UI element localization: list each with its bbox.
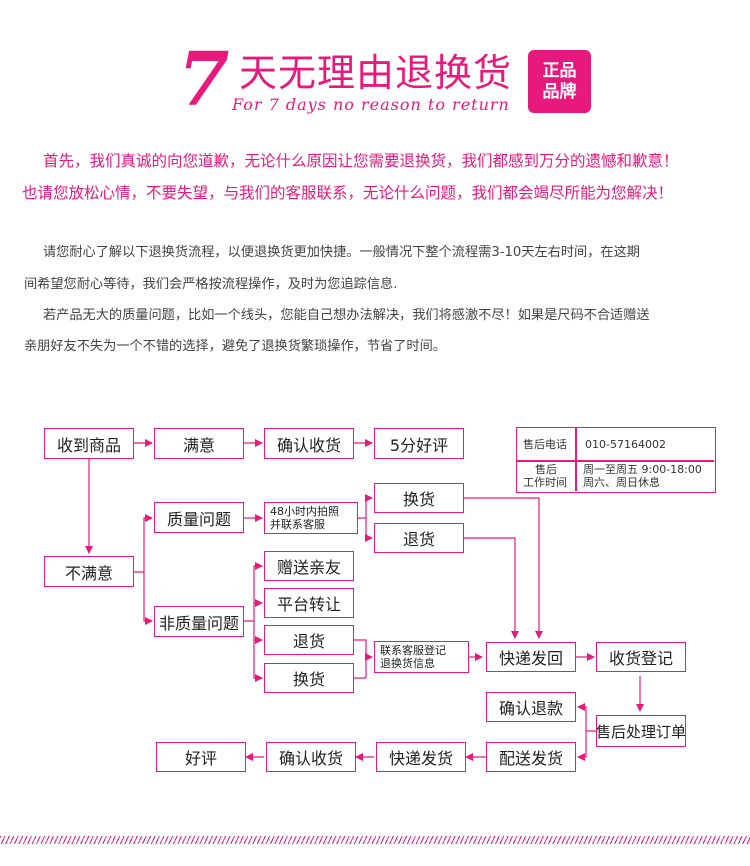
hours-weekend: 周六、周日休息 [583,476,660,489]
step-non-quality-issue: 非质量问题 [154,606,244,637]
process-line-2: 间希望您耐心等待，我们会严格按流程操作，及时为您追踪信息. [24,277,398,292]
note-photo-within-48h: 48小时内拍照 并联系客服 [264,502,358,534]
step-confirm-refund: 确认退款 [486,692,576,722]
badge-line-1: 正品 [542,60,577,81]
page-title: 天无理由退换货 [239,51,513,95]
step-good-review: 好评 [156,742,246,772]
info-divider-horizontal [517,460,714,462]
step-deliver-ship: 配送发货 [486,742,576,772]
step-express-return: 快递发回 [486,642,576,672]
process-line-4: 亲朋好友不失为一个不错的选择，避免了退换货繁琐操作，节省了时间。 [24,339,446,354]
step-unsatisfied: 不满意 [44,556,134,587]
step-return: 退货 [374,523,464,553]
apology-line-1: 首先，我们真诚的向您道歉，无论什么原因让您需要退换货，我们都感到万分的遗憾和歉意… [43,152,679,170]
hours-weekday: 周一至周五 9:00-18:00 [583,463,702,476]
process-line-3: 若产品无大的质量问题，比如一个线头，您能自己想办法解决，我们将感激不尽！如果是尺… [43,308,650,323]
step-express-ship: 快递发货 [376,742,466,772]
info-divider-vertical [575,428,577,491]
step-exchange: 换货 [374,483,464,513]
decorative-bottom-rule [0,836,750,844]
step-return-non-quality: 退货 [264,625,354,655]
step-gift-friends: 赠送亲友 [264,551,354,581]
hours-label-line-2: 工作时间 [523,476,567,489]
apology-line-2: 也请您放松心情，不要失望，与我们的客服联系，无论什么问题，我们都会竭尽所能为您解… [22,184,674,202]
step-quality-issue: 质量问题 [154,502,244,533]
note-contact-line-1: 联系客服登记 [380,644,446,657]
step-receive-goods: 收到商品 [44,428,134,459]
note-photo-line-2: 并联系客服 [270,518,325,531]
note-photo-line-1: 48小时内拍照 [270,505,339,518]
step-platform-transfer: 平台转让 [264,588,354,618]
process-line-1: 请您耐心了解以下退换货流程，以便退换货更加快捷。一般情况下整个流程需3-10天左… [43,245,640,260]
step-receive-register: 收货登记 [596,642,686,672]
page-subtitle: For 7 days no reason to return [232,95,510,114]
seven-numeral: 7 [178,37,230,123]
step-satisfied: 满意 [154,428,244,459]
step-five-star-review: 5分好评 [374,428,464,459]
step-exchange-non-quality: 换货 [264,663,354,693]
step-confirm-receipt-final: 确认收货 [266,742,356,772]
note-contact-service: 联系客服登记 退换货信息 [374,641,469,673]
phone-label: 售后电话 [523,438,567,451]
phone-number: 010-57164002 [585,438,666,451]
step-after-sales-order: 售后处理订单 [596,715,686,747]
badge-line-2: 品牌 [542,81,577,102]
authentic-brand-badge: 正品 品牌 [528,50,591,113]
note-contact-line-2: 退换货信息 [380,657,435,670]
after-sales-info-table: 售后电话 010-57164002 售后 工作时间 周一至周五 9:00-18:… [516,427,716,493]
step-confirm-receipt: 确认收货 [264,428,354,459]
hours-label-line-1: 售后 [535,463,557,476]
